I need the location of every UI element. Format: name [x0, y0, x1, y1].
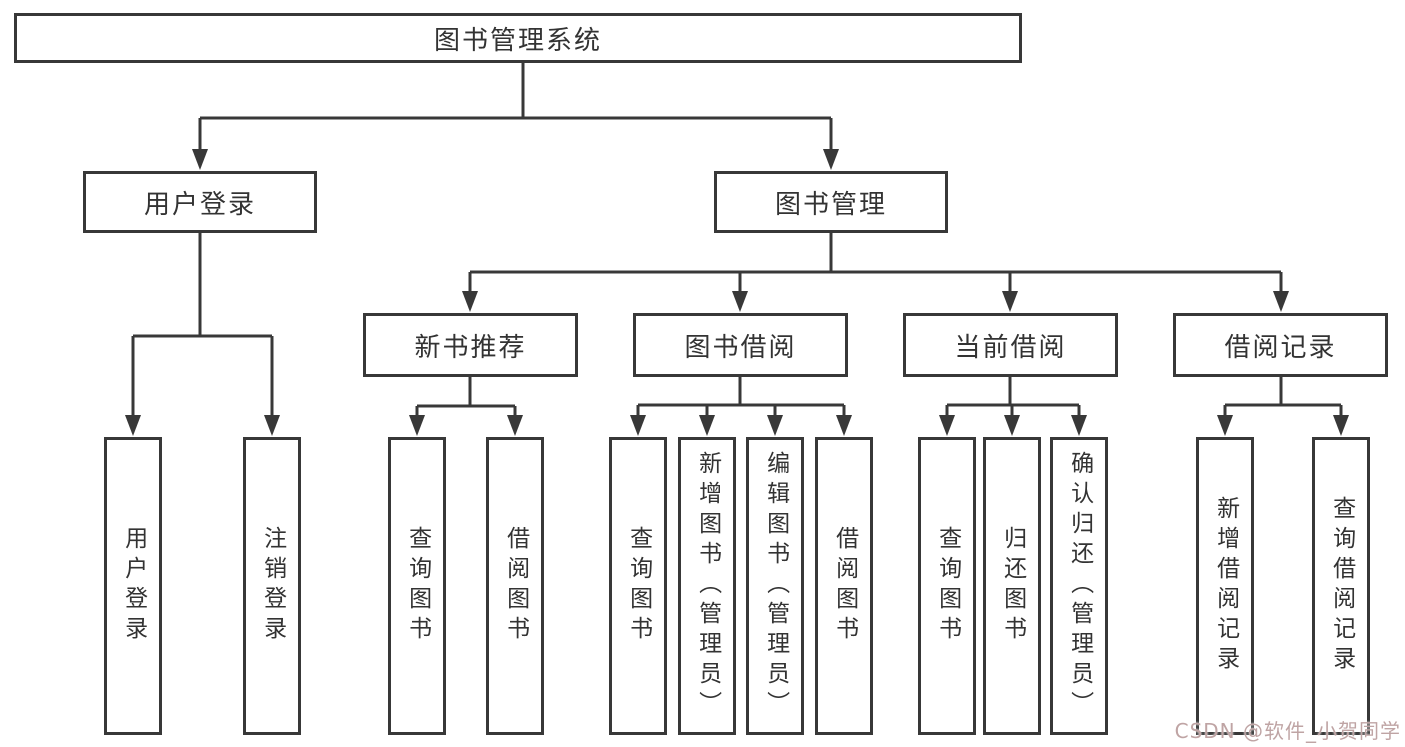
leaf-edit-book-admin: 编辑图书（管理员） [746, 437, 804, 735]
node-root: 图书管理系统 [14, 13, 1022, 63]
leaf-query-book-2-label: 查询图书 [625, 526, 652, 646]
leaf-user-login: 用户登录 [104, 437, 162, 735]
csdn-watermark: CSDN @软件_小贺同学 [1174, 719, 1401, 743]
leaf-logout: 注销登录 [243, 437, 301, 735]
leaf-borrow-book-2-label: 借阅图书 [831, 526, 858, 646]
leaf-return-book: 归还图书 [983, 437, 1041, 735]
node-root-label: 图书管理系统 [433, 25, 602, 56]
node-book-management-label: 图书管理 [774, 189, 887, 220]
node-new-book-recommend-label: 新书推荐 [414, 332, 527, 363]
leaf-query-book-3-label: 查询图书 [934, 526, 961, 646]
leaf-query-book-3: 查询图书 [918, 437, 976, 735]
node-borrowing-records-label: 借阅记录 [1224, 332, 1337, 363]
leaf-query-book-2: 查询图书 [609, 437, 667, 735]
leaf-logout-label: 注销登录 [259, 526, 286, 646]
node-book-management: 图书管理 [714, 171, 948, 233]
leaf-confirm-return-admin-label: 确认归还（管理员） [1066, 451, 1093, 721]
leaf-edit-book-admin-label: 编辑图书（管理员） [762, 451, 789, 721]
leaf-borrow-book-1-label: 借阅图书 [502, 526, 529, 646]
leaf-borrow-book-1: 借阅图书 [486, 437, 544, 735]
leaf-query-borrow-record-label: 查询借阅记录 [1328, 496, 1355, 676]
leaf-user-login-label: 用户登录 [120, 526, 147, 646]
leaf-query-book-1-label: 查询图书 [404, 526, 431, 646]
node-book-borrowing: 图书借阅 [633, 313, 848, 377]
node-user-login: 用户登录 [83, 171, 317, 233]
leaf-query-borrow-record: 查询借阅记录 [1312, 437, 1370, 735]
leaf-add-book-admin: 新增图书（管理员） [678, 437, 736, 735]
node-user-login-label: 用户登录 [143, 189, 256, 220]
node-book-borrowing-label: 图书借阅 [684, 332, 797, 363]
node-current-borrowing: 当前借阅 [903, 313, 1118, 377]
leaf-confirm-return-admin: 确认归还（管理员） [1050, 437, 1108, 735]
leaf-query-book-1: 查询图书 [388, 437, 446, 735]
leaf-borrow-book-2: 借阅图书 [815, 437, 873, 735]
leaf-add-borrow-record-label: 新增借阅记录 [1212, 496, 1239, 676]
leaf-add-book-admin-label: 新增图书（管理员） [694, 451, 721, 721]
arrowheads [125, 149, 1349, 436]
node-current-borrowing-label: 当前借阅 [954, 332, 1067, 363]
node-borrowing-records: 借阅记录 [1173, 313, 1388, 377]
leaf-add-borrow-record: 新增借阅记录 [1196, 437, 1254, 735]
leaf-return-book-label: 归还图书 [999, 526, 1026, 646]
node-new-book-recommend: 新书推荐 [363, 313, 578, 377]
